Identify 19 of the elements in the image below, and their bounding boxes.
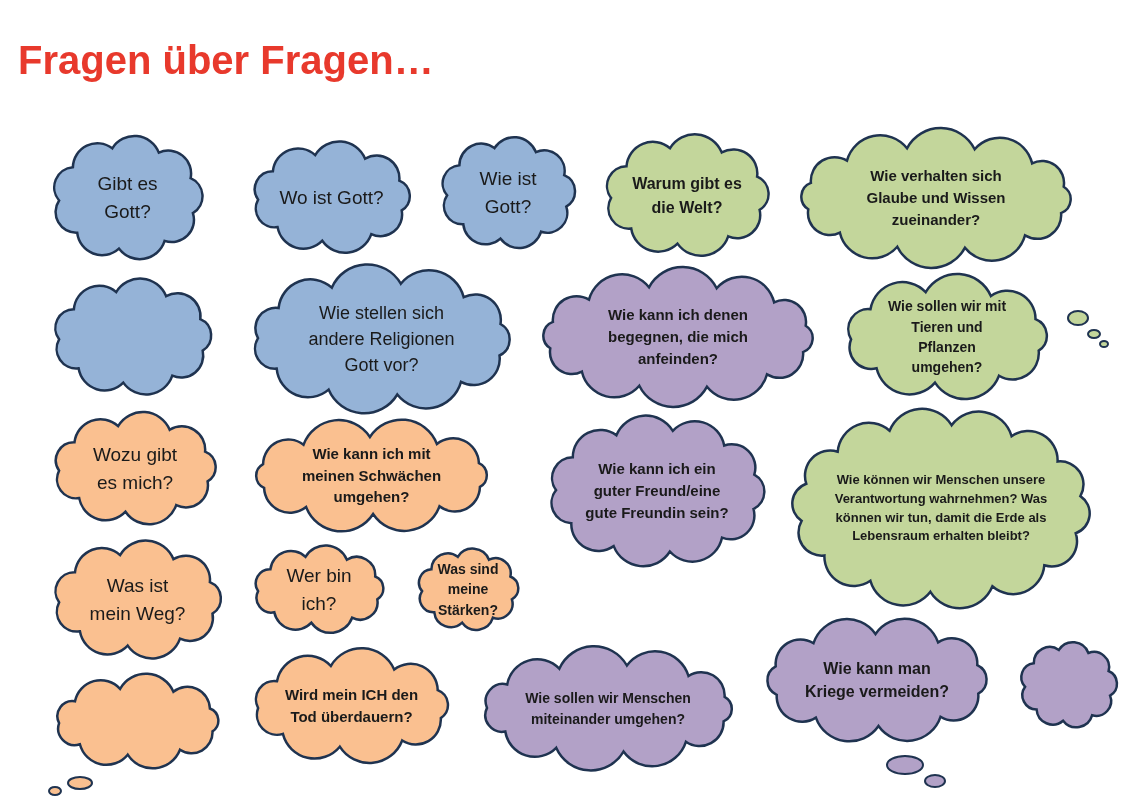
- question-text: Wie stellen sich andere Religionen Gott vor?: [307, 301, 456, 378]
- question-text: Wo ist Gott?: [279, 185, 384, 210]
- question-text: Wie kann ich denen begegnen, die mich anfeinden?: [607, 305, 749, 369]
- question-text: Wie kann man Kriege vermeiden?: [803, 658, 951, 702]
- question-text: Wie kann ich mit meinen Schwächen umgehen?: [300, 443, 443, 508]
- question-text: Wie sollen wir Menschen miteinander umgehen?: [524, 689, 692, 729]
- question-text: Wie ist Gott?: [478, 167, 538, 219]
- question-text: Wie sollen wir mit Tieren und Pflanzen umgehen?: [887, 297, 1007, 378]
- question-text: Wozu gibt es mich?: [91, 442, 179, 495]
- question-text: Wie verhalten sich Glaube und Wissen zueinander?: [865, 166, 1007, 230]
- title: Fragen über Fragen…: [18, 38, 434, 83]
- question-text: Wie können wir Menschen unsere Verantwortung wahrnehmen? Was können wir tun, damit die Erde als Lebensraum erhalten bleibt?: [833, 470, 1049, 546]
- question-text: Wie kann ich ein guter Freund/eine gute Freundin sein?: [584, 459, 730, 523]
- question-text: Was sind meine Stärken?: [436, 560, 500, 620]
- question-text: Wird mein ICH den Tod überdauern?: [284, 685, 419, 727]
- question-text: Wer bin ich?: [285, 563, 353, 616]
- question-text: Gibt es Gott?: [96, 172, 159, 224]
- question-text: Was ist mein Weg?: [88, 574, 187, 626]
- question-text: Warum gibt es die Welt?: [632, 174, 742, 218]
